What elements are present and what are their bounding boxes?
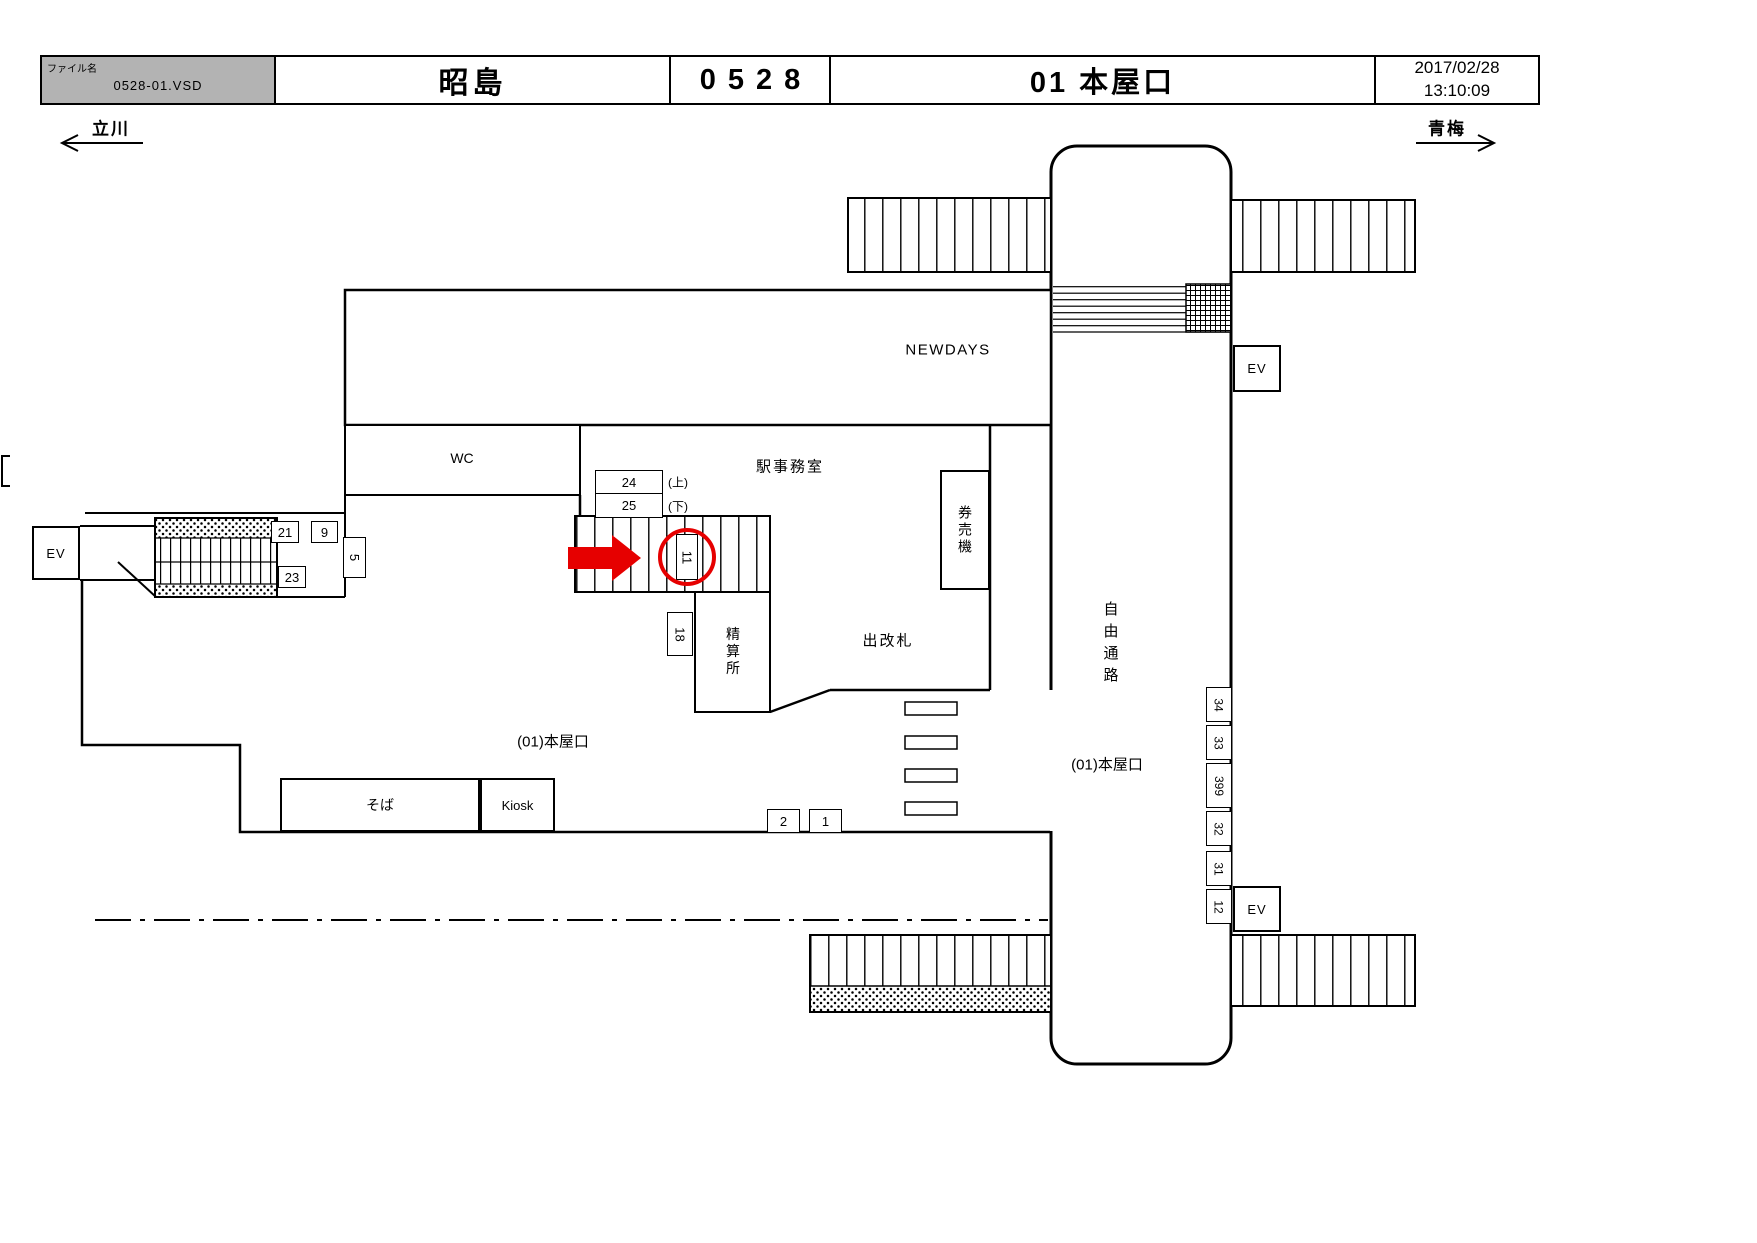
kiosk-label: Kiosk bbox=[501, 797, 534, 813]
highlight-circle bbox=[658, 528, 716, 586]
ticket-machines-room: 券売機 bbox=[940, 470, 990, 590]
exit-gates-label: 出改札 bbox=[862, 632, 914, 650]
marker-34: 34 bbox=[1206, 687, 1232, 722]
highlight-arrow-icon bbox=[568, 535, 641, 581]
kiosk-shop: Kiosk bbox=[480, 778, 555, 832]
elevator-left: EV bbox=[32, 526, 80, 580]
free-passage-corridor bbox=[1049, 144, 1233, 1066]
marker-1: 1 bbox=[809, 809, 842, 833]
ev-label: EV bbox=[1247, 361, 1267, 376]
wc-label: WC bbox=[450, 450, 474, 466]
stairs-bottom-center bbox=[809, 934, 1052, 1013]
stairs-top-left bbox=[847, 197, 1052, 273]
direction-right-ome: 青梅 bbox=[1428, 119, 1466, 139]
arrow-right-icon bbox=[1477, 134, 1497, 152]
ticket-machines-label: 券売機 bbox=[957, 504, 973, 556]
station-office-label: 駅事務室 bbox=[755, 458, 825, 476]
file-name-value: 0528-01.VSD bbox=[113, 78, 203, 93]
time: 13:10:09 bbox=[1423, 81, 1491, 100]
date: 2017/02/28 bbox=[1414, 58, 1500, 78]
arrow-left-icon bbox=[59, 134, 79, 152]
ev-label: EV bbox=[1247, 901, 1267, 917]
stairs-bottom-right bbox=[1230, 934, 1416, 1007]
station-code: 0528 bbox=[671, 57, 831, 103]
soba-label: そば bbox=[366, 797, 394, 813]
file-name-label: ファイル名 bbox=[47, 64, 97, 75]
annotation-up: (上) bbox=[668, 475, 688, 490]
marker-25: 25 bbox=[595, 493, 663, 518]
direction-left-tachikawa: 立川 bbox=[92, 119, 130, 139]
location-title: 01 本屋口 bbox=[831, 57, 1376, 103]
station-name: 昭島 bbox=[276, 57, 671, 103]
ev-label: EV bbox=[46, 545, 66, 561]
marker-9: 9 bbox=[311, 521, 338, 543]
marker-18: 18 bbox=[667, 612, 693, 656]
corridor-mesh-block bbox=[1185, 283, 1232, 333]
marker-23: 23 bbox=[278, 566, 306, 588]
edge-crop-mark bbox=[1, 455, 10, 487]
marker-32: 32 bbox=[1206, 811, 1232, 846]
marker-5: 5 bbox=[343, 537, 366, 578]
newdays-label: NEWDAYS bbox=[905, 341, 991, 359]
marker-24: 24 bbox=[595, 470, 663, 494]
soba-shop: そば bbox=[280, 778, 480, 832]
fare-adjustment-room bbox=[694, 591, 771, 713]
file-name-cell: ファイル名 0528-01.VSD bbox=[42, 57, 276, 103]
gate-area-walls bbox=[578, 425, 992, 714]
marker-12: 12 bbox=[1206, 889, 1232, 924]
outer-wall bbox=[80, 580, 1050, 834]
elevator-bottom-right: EV bbox=[1233, 886, 1281, 932]
free-passage-label: 自由通路 bbox=[1101, 601, 1119, 689]
title-bar: ファイル名 0528-01.VSD 昭島 0528 01 本屋口 2017/02… bbox=[40, 55, 1540, 105]
marker-31: 31 bbox=[1206, 851, 1232, 886]
entrance-label-right: (01)本屋口 bbox=[1071, 756, 1143, 774]
stairs-left bbox=[154, 517, 278, 598]
elevator-top-right: EV bbox=[1233, 345, 1281, 392]
annotation-down: (下) bbox=[668, 499, 688, 514]
marker-2: 2 bbox=[767, 809, 800, 833]
marker-21: 21 bbox=[271, 521, 299, 543]
marker-399: 399 bbox=[1206, 763, 1232, 808]
fare-adjustment-label: 精算所 bbox=[725, 626, 741, 678]
entrance-label-left: (01)本屋口 bbox=[517, 733, 589, 751]
marker-33: 33 bbox=[1206, 725, 1232, 760]
main-building bbox=[343, 288, 1053, 427]
timestamp-cell: 2017/02/28 13:10:09 bbox=[1376, 57, 1538, 103]
ticket-gate-bars bbox=[904, 701, 958, 816]
wc-room bbox=[344, 424, 581, 496]
stairs-top-right bbox=[1230, 199, 1416, 273]
